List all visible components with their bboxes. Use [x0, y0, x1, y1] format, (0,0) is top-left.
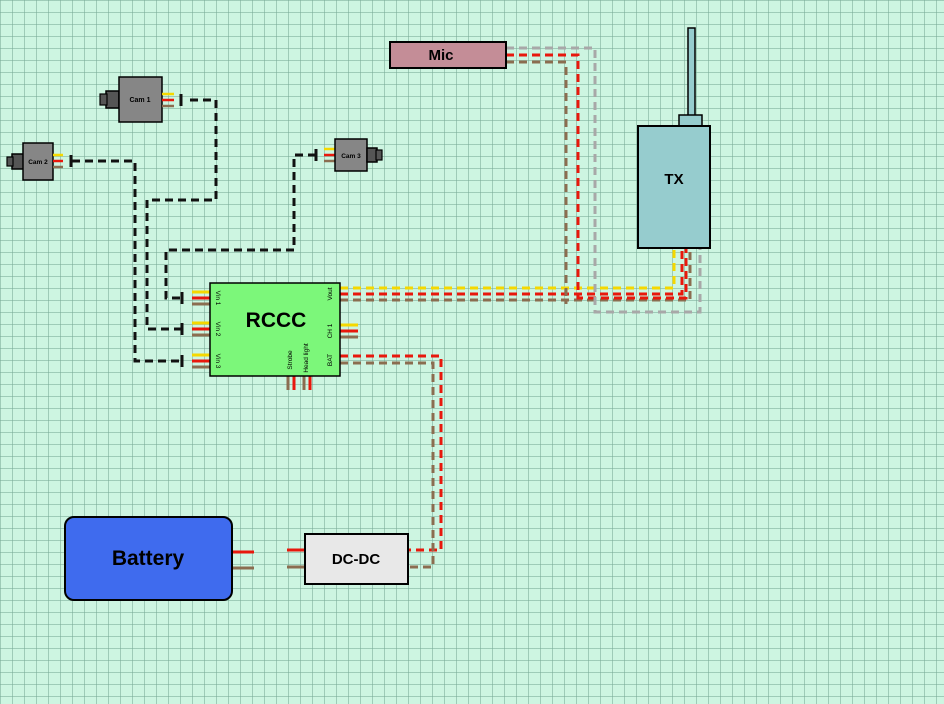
- cam1-to-vin2-wire: [145, 98, 218, 331]
- vout-brown-wire: [340, 248, 692, 302]
- mic-label: Mic: [428, 47, 453, 64]
- camera-wires: [72, 98, 316, 363]
- dcdc-converter: DC-DC: [304, 533, 409, 585]
- mic-brown-wire: [506, 60, 568, 304]
- battery-dcdc-stubs: [232, 548, 305, 570]
- mic-red-wire: [506, 53, 688, 300]
- vout-red-wire: [340, 248, 684, 296]
- power-wires: [340, 354, 443, 569]
- cam1: Cam 1: [99, 76, 174, 123]
- vin-pin-stubs: [192, 290, 210, 369]
- dcdc-label: DC-DC: [332, 551, 380, 568]
- mic-to-tx-wires: [506, 46, 702, 314]
- cam1-label: Cam 1: [129, 97, 150, 104]
- rccc-module: RCCC Vin 1 Vin 2 Vin 3 Vout CH 1 BAT Str…: [209, 282, 341, 377]
- battery: Battery: [64, 516, 233, 601]
- pin-label-vin1: Vin 1: [214, 291, 221, 306]
- bat-red-wire: [340, 354, 443, 552]
- tx: TX: [637, 27, 711, 249]
- pin-label-ch1: CH 1: [327, 323, 334, 338]
- vout-yellow-wire: [340, 248, 676, 290]
- camera-plugs: [69, 94, 318, 367]
- mic: Mic: [389, 41, 507, 69]
- bat-brown-wire: [340, 361, 435, 569]
- pin-label-vout: Vout: [327, 287, 334, 300]
- cam3-to-vin1-wire: [164, 153, 316, 300]
- pin-label-vin3: Vin 3: [214, 354, 221, 369]
- mic-gray-wire: [506, 46, 702, 314]
- pin-label-strobe: Strobe: [287, 350, 294, 370]
- cam2-to-vin3-wire: [72, 159, 182, 363]
- pin-label-bat: BAT: [327, 354, 334, 366]
- battery-label: Battery: [112, 547, 185, 570]
- cam3-label: Cam 3: [341, 153, 361, 160]
- light-pin-stubs: [286, 376, 312, 390]
- cam3: Cam 3: [324, 138, 383, 172]
- ch1-pin-stubs: [340, 323, 358, 339]
- pin-label-vin2: Vin 2: [214, 322, 221, 337]
- pin-label-head-light: Head light: [303, 343, 310, 372]
- rccc-label: RCCC: [246, 309, 307, 332]
- cam2-label: Cam 2: [28, 159, 48, 166]
- vout-to-tx-wires: [340, 248, 692, 302]
- tx-label: TX: [664, 171, 683, 188]
- cam2: Cam 2: [6, 142, 63, 181]
